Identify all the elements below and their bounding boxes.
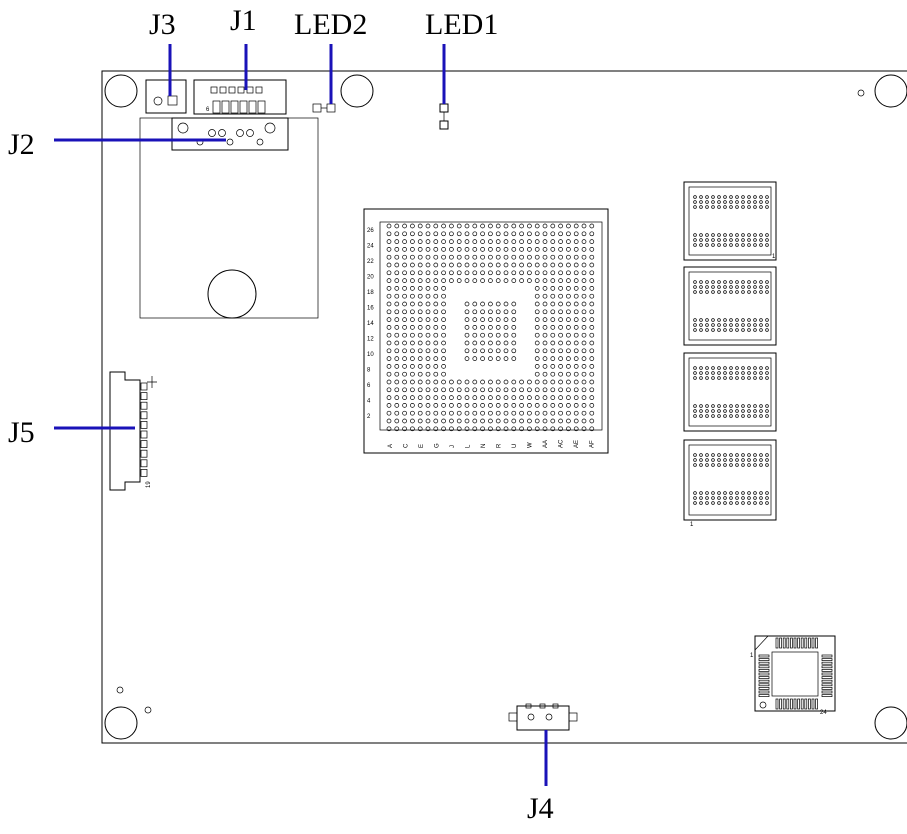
j1-pin	[257, 100, 266, 114]
led1-component	[439, 103, 449, 130]
ddr-chip-2	[683, 266, 777, 346]
label-led1: LED1	[425, 8, 498, 41]
ddr-chip-4: 1	[683, 439, 777, 528]
j4-connector	[508, 703, 578, 731]
j5-pin	[140, 430, 148, 439]
j5-connector: 19	[109, 371, 157, 491]
label-led2: LED2	[294, 8, 367, 41]
bga-col-label: L	[466, 444, 472, 448]
bga-row-label: 12	[367, 337, 374, 343]
j5-pin	[140, 392, 148, 400]
j5-pin	[140, 411, 148, 420]
bga-col-label: C	[404, 443, 410, 448]
bga-col-label: N	[481, 444, 487, 448]
j5-pin	[140, 469, 148, 477]
fiducial-top-right	[857, 89, 865, 97]
label-j2: J2	[8, 128, 35, 161]
j1-pin	[246, 86, 254, 94]
j1-pin	[221, 100, 230, 114]
qfn-pin-mark-b: 24	[820, 710, 827, 716]
j5-pin	[140, 421, 148, 429]
j1-pin-mark: 6	[206, 107, 210, 113]
bga-col-label: AF	[590, 440, 596, 448]
bga-col-label: AE	[574, 440, 580, 448]
fiducial-bottom-left-1	[116, 686, 124, 694]
j5-pin	[140, 449, 148, 458]
label-j5: J5	[8, 416, 35, 449]
j1-pin	[237, 86, 245, 94]
j5-pin-mark: 19	[146, 481, 152, 488]
j1-pin	[239, 100, 248, 114]
bga-row-label: 24	[367, 244, 374, 250]
bga-col-label: E	[419, 444, 425, 448]
j1-pin	[210, 86, 218, 94]
mounting-hole-bottom-left	[104, 706, 138, 740]
qfn-chip: 1 24	[750, 635, 836, 716]
mounting-hole-top-right	[874, 74, 907, 108]
j1-connector: 6	[193, 79, 287, 115]
bga-col-label: U	[512, 444, 518, 448]
ddr-pin-mark-a: 1	[772, 254, 776, 260]
j5-pin	[140, 401, 148, 410]
j1-pin	[230, 100, 239, 114]
ddr-chip-3	[683, 352, 777, 432]
j1-pin	[219, 86, 227, 94]
label-j1: J1	[230, 4, 257, 37]
mounting-hole-bottom-right	[874, 706, 907, 740]
fiducial-bottom-left-2	[144, 706, 152, 714]
bga-col-label: AA	[543, 440, 549, 448]
bga-col-label: J	[450, 445, 456, 448]
bga-row-label: 14	[367, 321, 374, 327]
bga-row-label: 2	[367, 414, 371, 420]
bga-row-label: 26	[367, 228, 374, 234]
bga-row-label: 8	[367, 368, 371, 374]
j1-pin	[228, 86, 236, 94]
bga-row-label: 4	[367, 399, 371, 405]
bga-row-label: 18	[367, 290, 374, 296]
bga-row-label: 6	[367, 383, 371, 389]
bga-col-label: A	[388, 444, 394, 448]
pcb-outline	[101, 70, 907, 744]
bga-col-label: W	[528, 442, 534, 448]
qfn-pin-mark-a: 1	[750, 653, 754, 659]
j5-pin	[140, 440, 148, 448]
j1-pin	[255, 86, 263, 94]
j3-connector	[145, 79, 187, 114]
bga-row-label: 16	[367, 306, 374, 312]
j2-card-socket	[139, 117, 319, 319]
led2-component	[312, 103, 336, 113]
j1-pin	[212, 100, 221, 114]
label-j4: J4	[527, 792, 554, 825]
bga-col-label: G	[435, 443, 441, 448]
bga-col-label: R	[497, 443, 503, 448]
bga-row-label: 20	[367, 275, 374, 281]
bga-col-label: AC	[559, 439, 565, 448]
ddr-chip-1: 1	[683, 181, 777, 261]
bga-row-label: 22	[367, 259, 374, 265]
label-j3: J3	[149, 8, 176, 41]
mounting-hole-top-middle	[340, 74, 374, 108]
j5-pin	[140, 459, 148, 468]
j5-pin	[140, 382, 148, 391]
bga-row-label: 10	[367, 352, 374, 358]
ddr-pin-mark-b: 1	[690, 522, 694, 528]
mounting-hole-top-left	[104, 74, 138, 108]
j1-pin	[248, 100, 257, 114]
